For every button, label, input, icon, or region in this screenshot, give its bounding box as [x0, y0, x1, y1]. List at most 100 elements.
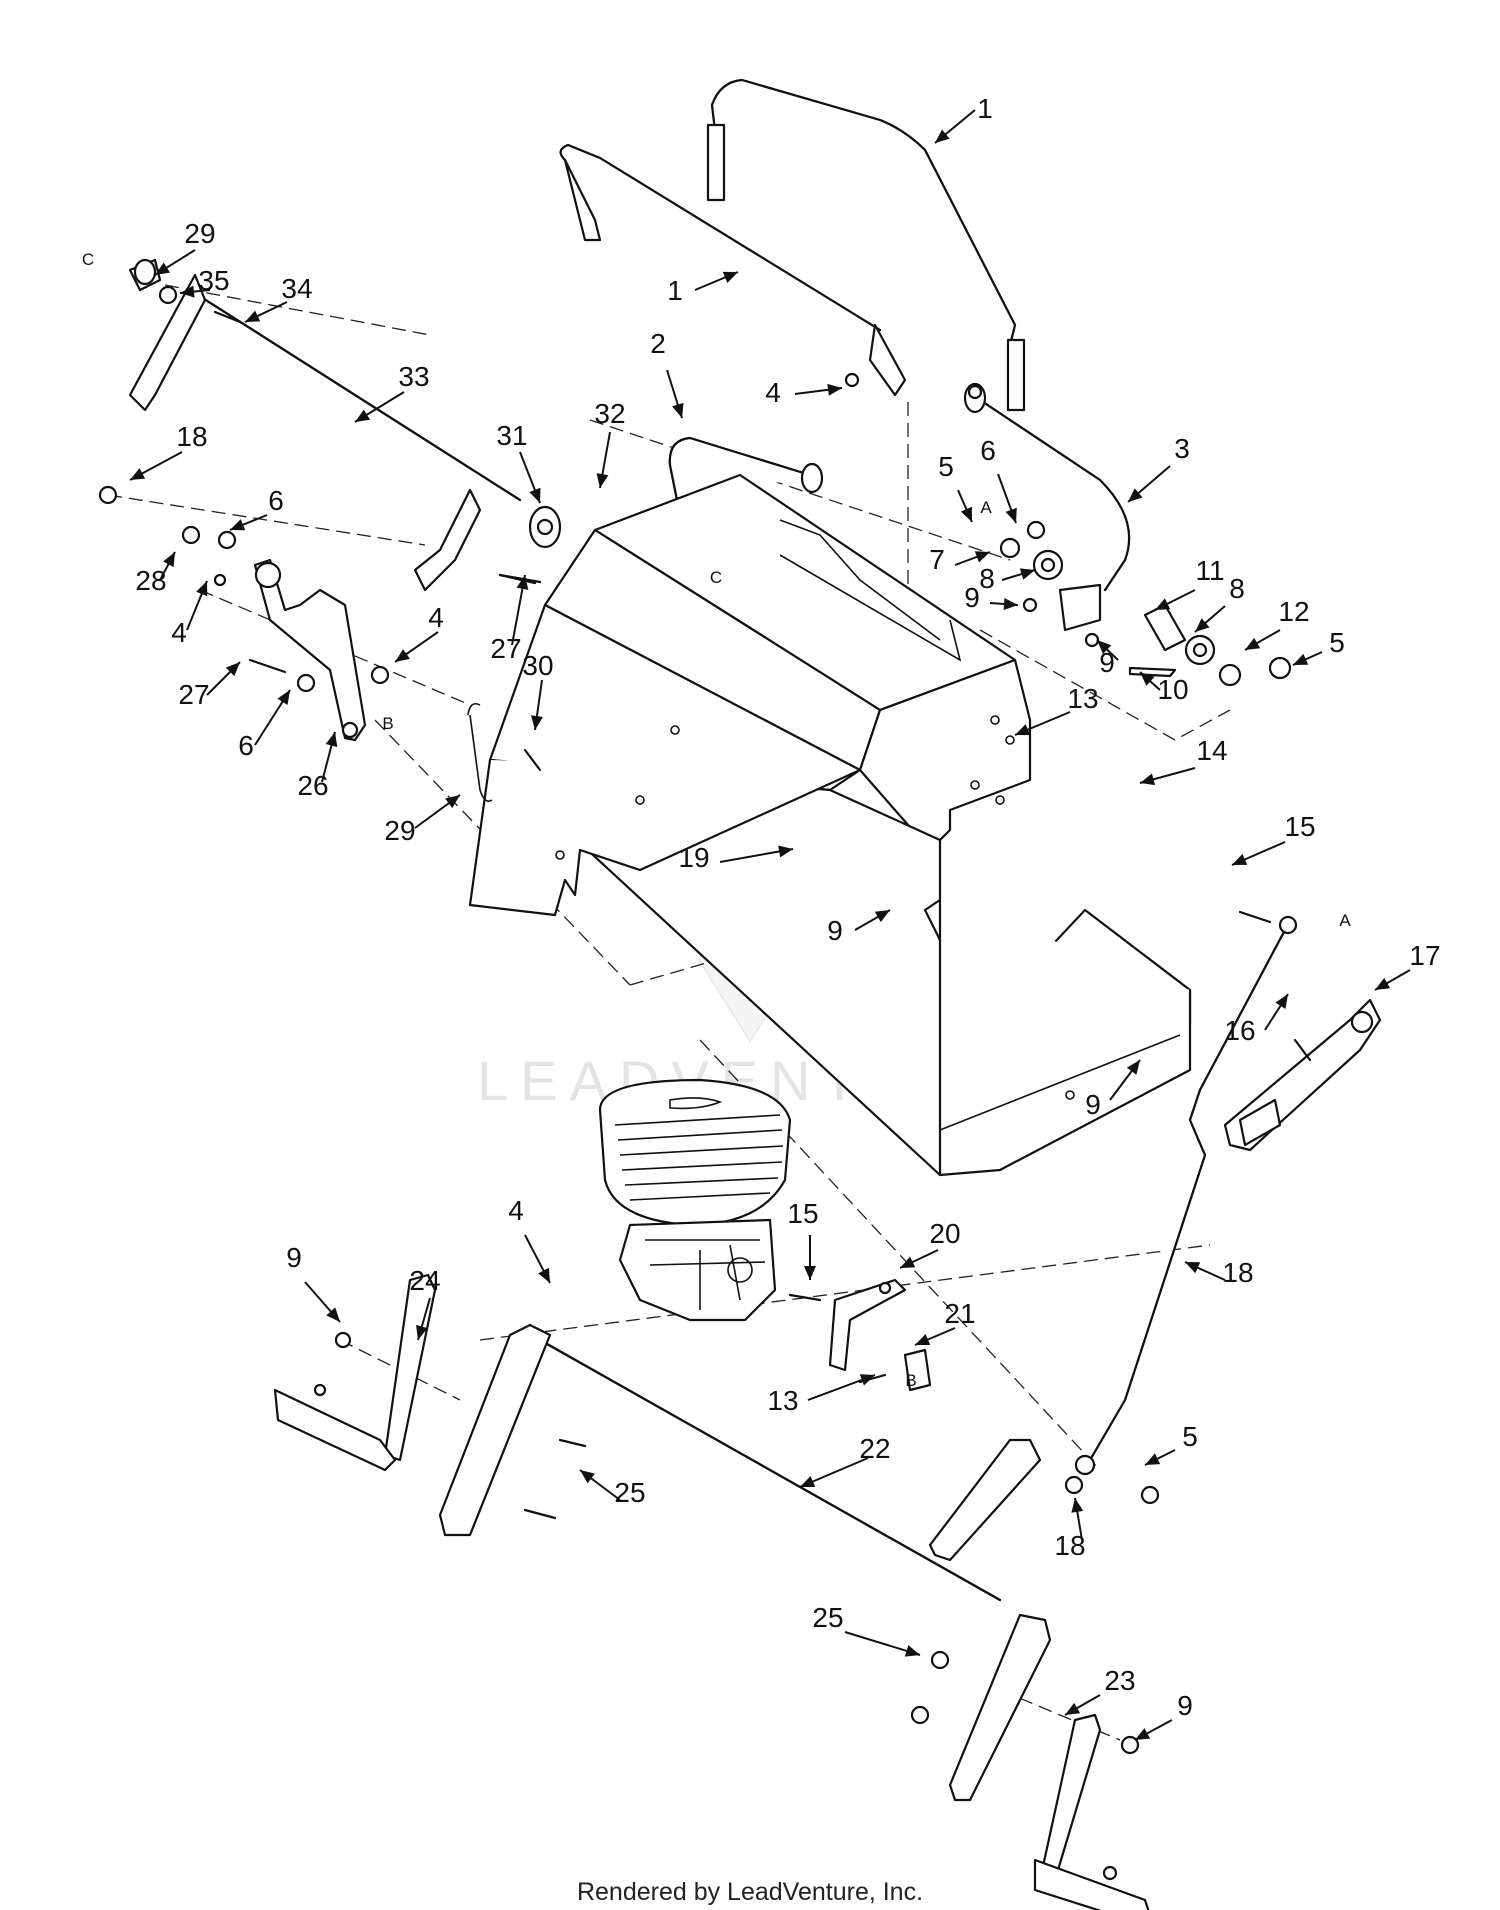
callout-arrowhead — [804, 1266, 816, 1280]
callout-number: 9 — [1099, 647, 1115, 678]
callout-arrowhead — [1155, 598, 1171, 610]
callout-arrowhead — [355, 409, 371, 422]
callout-number: 8 — [979, 563, 995, 594]
callout-number: 7 — [929, 544, 945, 575]
connection-letter: B — [382, 714, 393, 733]
callout-number: 28 — [135, 565, 166, 596]
callout-arrowhead — [1375, 977, 1391, 990]
callout-number: 2 — [650, 328, 666, 359]
callout-number: 26 — [297, 770, 328, 801]
callout-arrowhead — [1185, 1262, 1201, 1274]
callout-number: 18 — [1054, 1530, 1085, 1561]
callout-number: 14 — [1196, 735, 1227, 766]
callout-arrowhead — [1005, 507, 1017, 523]
callout-number: 1 — [977, 93, 993, 124]
callout-number: 24 — [409, 1265, 440, 1296]
footer-credit: Rendered by LeadVenture, Inc. — [576, 1878, 924, 1906]
callout-arrowhead — [672, 402, 684, 418]
handle-grip-right — [963, 382, 1131, 632]
callout-number: 4 — [171, 617, 187, 648]
callout-arrowhead — [778, 845, 793, 858]
callout-arrowhead — [1140, 773, 1156, 786]
pedal-right — [910, 1650, 1150, 1910]
callout-arrowhead — [130, 468, 146, 480]
callout-number: 29 — [184, 218, 215, 249]
callout-number: 9 — [286, 1242, 302, 1273]
callout-arrowhead — [1015, 724, 1031, 736]
engine — [598, 1078, 792, 1322]
callout-number: 15 — [787, 1198, 818, 1229]
callout-number: 21 — [944, 1298, 975, 1329]
callout-arrowhead — [395, 649, 410, 662]
callout-arrowhead — [163, 552, 175, 568]
callout-arrowhead — [1019, 568, 1035, 580]
callout-arrowhead — [416, 1324, 428, 1340]
callout-arrowhead — [1126, 1060, 1140, 1075]
callout-arrowhead — [326, 1307, 340, 1322]
callout-number: 5 — [938, 451, 954, 482]
handle-bar-front — [559, 143, 907, 397]
pivot-hardware-right — [844, 372, 1292, 687]
callout-number: 32 — [594, 398, 625, 429]
extension-spring — [467, 702, 493, 803]
callout-number: 13 — [1067, 683, 1098, 714]
callout-arrowhead — [516, 575, 529, 590]
callout-number: 20 — [929, 1218, 960, 1249]
callout-number: 27 — [490, 633, 521, 664]
callout-arrowhead — [974, 551, 990, 563]
control-lever-right — [1223, 998, 1382, 1152]
callout-number: 4 — [508, 1195, 524, 1226]
callout-arrowhead — [1135, 1728, 1151, 1740]
callout-arrowhead — [915, 1334, 931, 1346]
callout-arrowhead — [230, 519, 246, 531]
shift-rod-assembly — [128, 258, 562, 592]
pedal-left — [273, 1273, 587, 1520]
callout-number: 18 — [176, 421, 207, 452]
callout-number: 23 — [1104, 1665, 1135, 1696]
callout-arrowhead — [1245, 637, 1261, 650]
callout-arrowhead — [1145, 1453, 1161, 1465]
callout-number: 5 — [1182, 1421, 1198, 1452]
control-lever-left — [98, 485, 542, 772]
callout-arrowhead — [1071, 1498, 1084, 1513]
callout-arrowhead — [529, 487, 541, 503]
callout-number: 1 — [667, 275, 683, 306]
callout-arrowhead — [800, 1475, 816, 1488]
connection-letter: A — [1339, 911, 1351, 930]
callout-number: 6 — [238, 730, 254, 761]
cross-shaft — [438, 1323, 1052, 1802]
callout-arrowhead — [1003, 598, 1018, 610]
callout-number: 9 — [1177, 1690, 1193, 1721]
callout-arrowhead — [1275, 994, 1288, 1010]
callout-number: 15 — [1284, 811, 1315, 842]
callout-number: 25 — [614, 1477, 645, 1508]
callout-number: 12 — [1278, 596, 1309, 627]
control-rod-right — [1064, 910, 1298, 1505]
callout-arrowhead — [722, 271, 738, 283]
callout-number: 11 — [1195, 555, 1224, 586]
connection-letter: A — [980, 498, 992, 517]
callout-arrowhead — [245, 310, 261, 322]
callout-number: 4 — [428, 602, 444, 633]
callout-number: 6 — [268, 485, 284, 516]
callout-arrowhead — [960, 506, 972, 522]
callout-number: 30 — [522, 650, 553, 681]
callout-number: 17 — [1409, 940, 1440, 971]
callout-arrowhead — [1128, 488, 1143, 502]
callout-number: 3 — [1174, 433, 1190, 464]
callout-number: 31 — [496, 420, 527, 451]
callout-arrowhead — [225, 662, 240, 677]
pivot-bracket — [788, 1278, 932, 1392]
callout-arrowhead — [445, 795, 460, 809]
callout-arrowhead — [1065, 1702, 1081, 1715]
callout-arrowhead — [1140, 672, 1155, 686]
connection-letter: C — [710, 568, 722, 587]
callout-number: 9 — [827, 915, 843, 946]
callout-number: 29 — [384, 815, 415, 846]
callout-arrowhead — [904, 1645, 920, 1657]
connection-letter: B — [905, 1371, 916, 1390]
callout-leaders — [129, 109, 1411, 1741]
